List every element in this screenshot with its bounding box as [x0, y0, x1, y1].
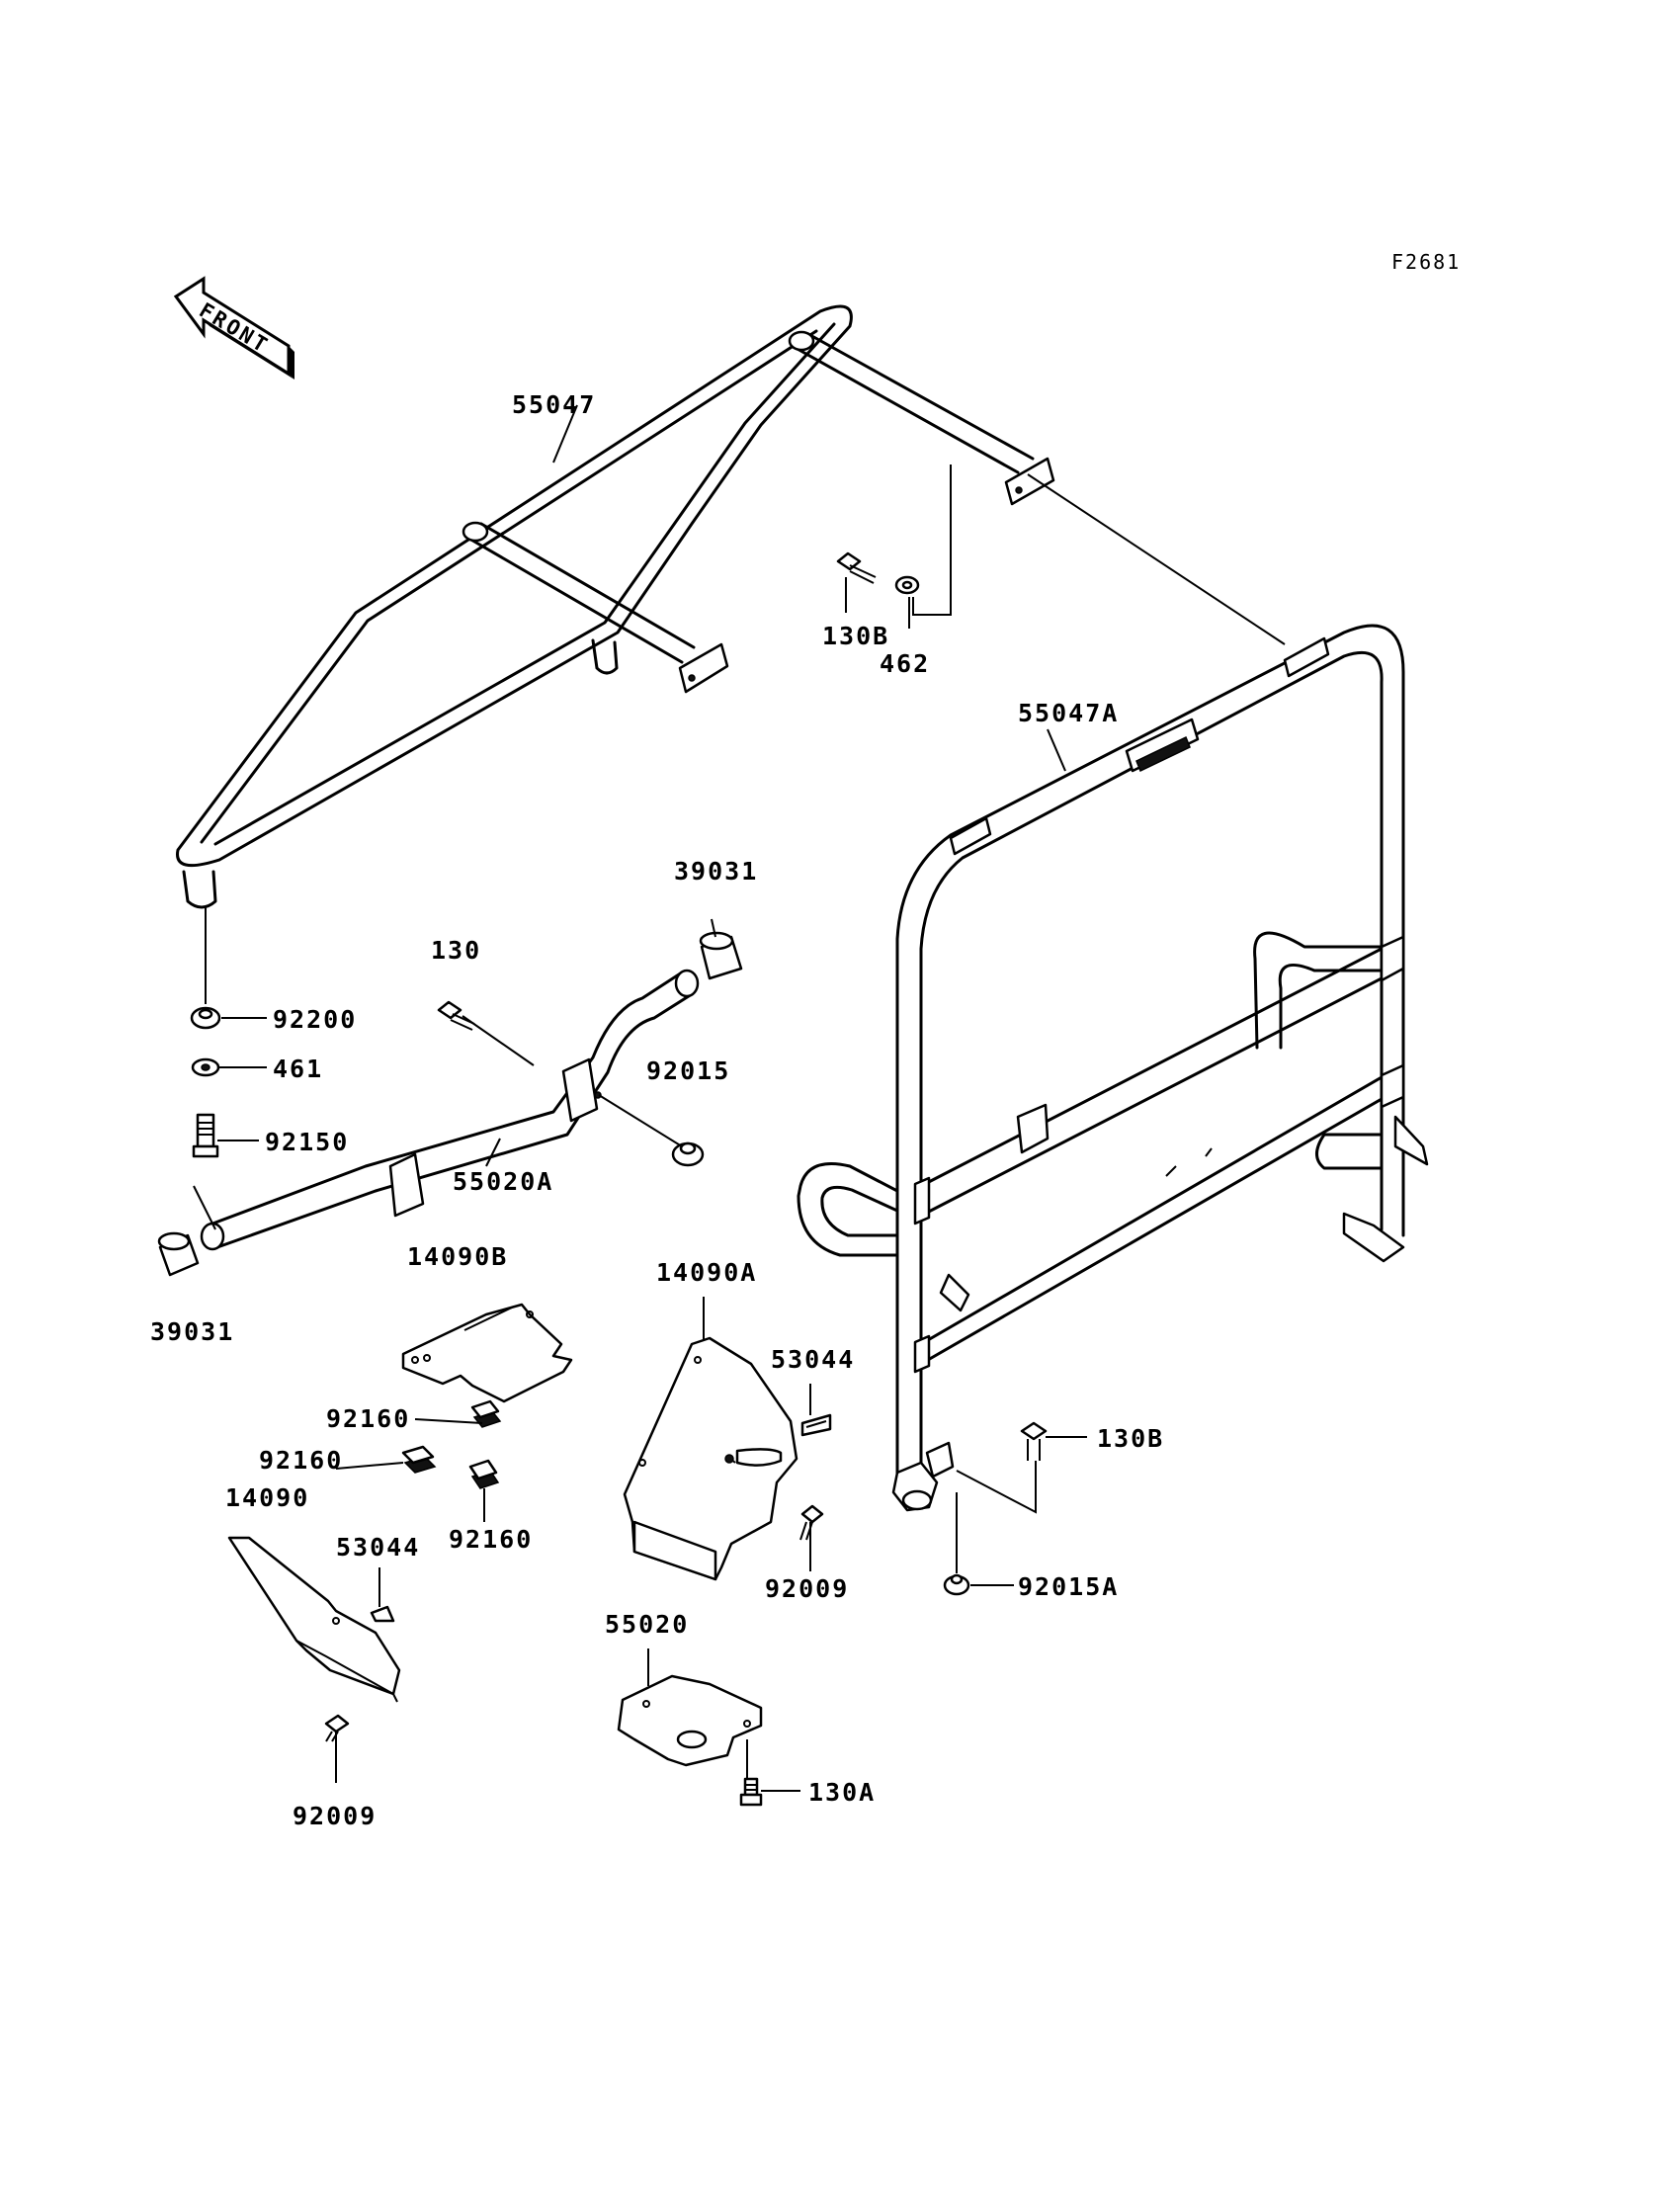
label-14090: 14090 — [225, 1483, 309, 1512]
label-14090A: 14090A — [656, 1258, 757, 1287]
part-labels: 55047 130B 462 55047A 39031 130 92200 46… — [150, 390, 1164, 1830]
clip-53044-left-icon — [370, 1605, 395, 1623]
nut-92015-icon — [671, 1141, 705, 1167]
label-92160-a: 92160 — [326, 1404, 410, 1433]
label-14090B: 14090B — [407, 1242, 508, 1271]
nut-92200-icon — [190, 1006, 221, 1030]
label-92200: 92200 — [273, 1005, 357, 1034]
rubber-cap-39031-bottom — [157, 1231, 200, 1277]
label-92160-c: 92160 — [449, 1525, 533, 1554]
label-461: 461 — [273, 1055, 323, 1083]
rubber-cap-39031-top — [699, 931, 743, 980]
front-arrow-icon: FRONT — [173, 276, 294, 380]
label-92015A: 92015A — [1018, 1572, 1119, 1601]
figure-id: F2681 — [1391, 250, 1461, 274]
bolt-130-icon — [437, 1000, 475, 1031]
label-92160-b: 92160 — [259, 1446, 343, 1475]
pad-92160-c-icon — [468, 1459, 500, 1489]
label-53044-mid: 53044 — [771, 1345, 855, 1374]
upper-bar-55047 — [176, 304, 1055, 909]
label-130B-right: 130B — [1097, 1424, 1164, 1453]
label-462: 462 — [880, 649, 930, 678]
screw-92009-mid-icon — [799, 1504, 824, 1541]
label-130A: 130A — [808, 1778, 876, 1807]
label-130: 130 — [431, 936, 481, 965]
label-92150: 92150 — [265, 1128, 349, 1156]
label-39031-bottom: 39031 — [150, 1317, 234, 1346]
label-53044-left: 53044 — [336, 1533, 420, 1562]
roll-cage-55047A — [797, 624, 1429, 1512]
label-39031-top: 39031 — [674, 857, 758, 886]
middle-bar-55020A — [200, 969, 700, 1251]
leader-lines — [193, 404, 1286, 1792]
washer-461-icon — [191, 1057, 220, 1077]
washer-462-icon — [894, 575, 920, 595]
plate-55020 — [617, 1674, 763, 1767]
label-92009-left: 92009 — [293, 1802, 377, 1830]
guard-plate-14090 — [227, 1536, 401, 1703]
clip-53044-mid-icon — [800, 1413, 832, 1437]
pad-92160-b-icon — [401, 1445, 437, 1474]
guard-plate-14090A — [623, 1336, 798, 1581]
nut-92015A-icon — [943, 1573, 970, 1596]
label-130B-top: 130B — [822, 622, 889, 650]
label-55047A: 55047A — [1018, 699, 1119, 727]
bolt-130A-icon — [739, 1777, 763, 1807]
bolt-92150-icon — [192, 1113, 219, 1158]
label-55047: 55047 — [512, 390, 596, 419]
guard-plate-14090B — [401, 1303, 573, 1403]
label-55020A: 55020A — [453, 1167, 553, 1196]
bolt-130B-right-icon — [1020, 1421, 1048, 1461]
bolt-130B-top-icon — [836, 551, 877, 584]
label-92009-mid: 92009 — [765, 1574, 849, 1603]
label-55020: 55020 — [605, 1610, 689, 1639]
label-92015: 92015 — [646, 1056, 730, 1085]
